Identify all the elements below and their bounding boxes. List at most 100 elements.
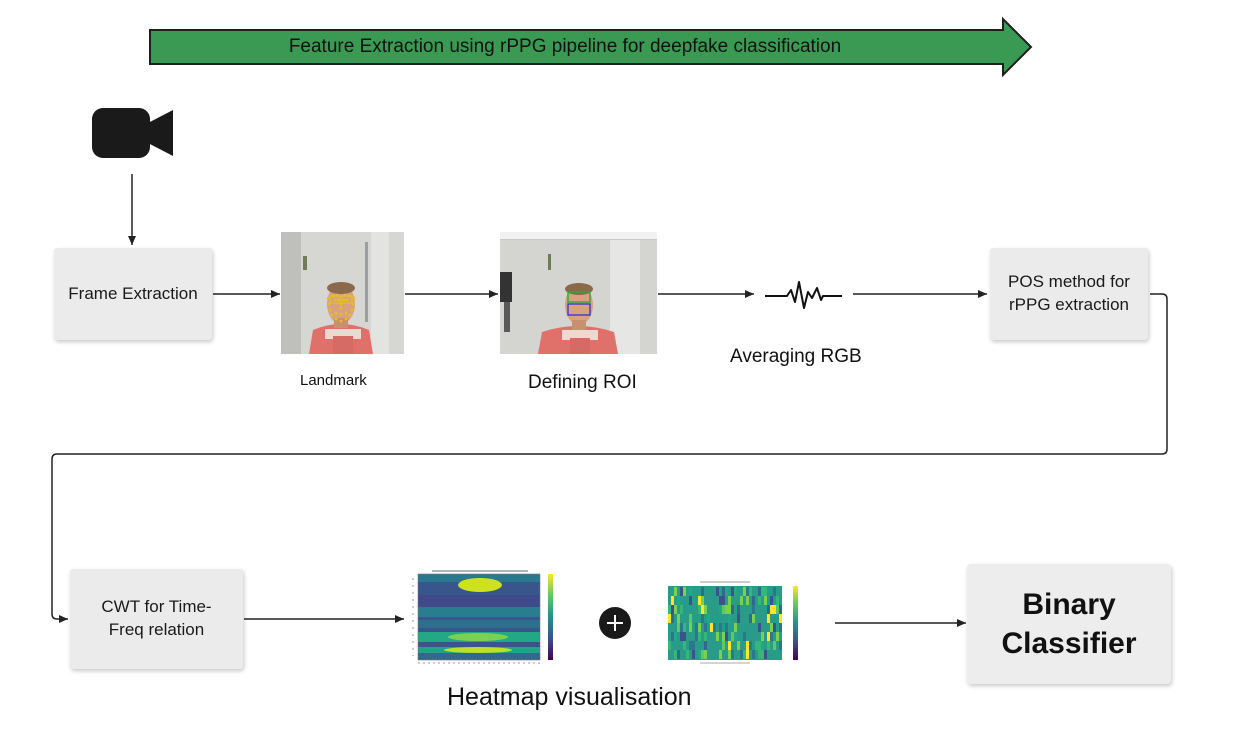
heatmap-cell xyxy=(764,650,767,659)
heatmap-cell xyxy=(767,632,770,641)
heatmap-cell xyxy=(719,623,722,632)
cwt-label-line1: CWT for Time- xyxy=(101,597,212,617)
heatmap-cell xyxy=(737,641,740,650)
heatmap-cell xyxy=(668,641,671,650)
heatmap-cell xyxy=(728,605,731,614)
heatmap-cell xyxy=(695,632,698,641)
heatmap-cell xyxy=(677,614,680,623)
heatmap-cell xyxy=(674,605,677,614)
heatmap-cell xyxy=(728,641,731,650)
heatmap-cell xyxy=(677,632,680,641)
heatmap-cell xyxy=(773,623,776,632)
heatmap-cell xyxy=(674,632,677,641)
heatmap-cell xyxy=(671,632,674,641)
random-heatmap-image xyxy=(668,581,798,664)
heatmap-cell xyxy=(779,623,782,632)
cwt-heatmap-image xyxy=(412,570,553,664)
heatmap-cell xyxy=(680,605,683,614)
heatmap-cell xyxy=(764,605,767,614)
heatmap-cell xyxy=(698,596,701,605)
heatmap-cell xyxy=(689,623,692,632)
heatmap-cell xyxy=(767,641,770,650)
heatmap-cell xyxy=(779,614,782,623)
heatmap-cell xyxy=(758,596,761,605)
heatmap-cell xyxy=(701,587,704,596)
heatmap-cell xyxy=(722,641,725,650)
heatmap-cell xyxy=(668,605,671,614)
heatmap-cell xyxy=(737,614,740,623)
heatmap-cell xyxy=(731,632,734,641)
heatmap-cell xyxy=(764,596,767,605)
roi-frame-image xyxy=(500,232,657,354)
heatmap-cell xyxy=(734,632,737,641)
heatmap-cell xyxy=(704,650,707,659)
heatmap-cell xyxy=(689,641,692,650)
frame-extraction-box: Frame Extraction xyxy=(54,248,212,340)
heatmap-cell xyxy=(767,605,770,614)
heatmap-cell xyxy=(677,596,680,605)
heatmap-cell xyxy=(776,596,779,605)
heatmap-cell xyxy=(767,614,770,623)
heatmap-cell xyxy=(743,632,746,641)
heatmap-cell xyxy=(689,587,692,596)
heatmap-cell xyxy=(758,641,761,650)
heatmap-cell xyxy=(725,605,728,614)
cwt-label-line2: Freq relation xyxy=(108,620,205,639)
heatmap-cell xyxy=(758,623,761,632)
heatmap-cell xyxy=(698,605,701,614)
heatmap-cell xyxy=(752,614,755,623)
heatmap-cell xyxy=(722,587,725,596)
heatmap-cell xyxy=(725,632,728,641)
heatmap-cell xyxy=(716,614,719,623)
cwt-box: CWT for Time- Freq relation xyxy=(70,569,243,669)
heatmap-cell xyxy=(683,641,686,650)
heatmap-cell xyxy=(719,650,722,659)
heatmap-cell xyxy=(722,605,725,614)
heatmap-cell xyxy=(680,632,683,641)
heatmap-cell xyxy=(734,587,737,596)
heatmap-cell xyxy=(677,623,680,632)
pos-method-box: POS method for rPPG extraction xyxy=(990,248,1148,340)
pos-label-line2: rPPG extraction xyxy=(1009,295,1129,314)
heatmap-cell xyxy=(758,587,761,596)
heatmap-cell xyxy=(671,605,674,614)
heatmap-cell xyxy=(746,587,749,596)
heatmap-cell xyxy=(683,587,686,596)
heatmap-cell xyxy=(704,632,707,641)
pos-to-cwt-connector xyxy=(51,293,1168,623)
heatmap-cell xyxy=(746,641,749,650)
heatmap-cell xyxy=(752,605,755,614)
heatmap-cell xyxy=(722,623,725,632)
heatmap-cell xyxy=(677,650,680,659)
heatmap-cell xyxy=(683,605,686,614)
heatmap-cell xyxy=(704,641,707,650)
heatmap-cell xyxy=(770,632,773,641)
heatmap-cell xyxy=(713,623,716,632)
heatmap-cell xyxy=(776,605,779,614)
heatmap-cell xyxy=(731,605,734,614)
video-camera-icon xyxy=(92,108,173,158)
heatmap-cell xyxy=(746,650,749,659)
classifier-label-line2: Classifier xyxy=(1001,627,1137,660)
heatmap-cell xyxy=(761,632,764,641)
heatmap-cell xyxy=(761,587,764,596)
heatmap-cell xyxy=(698,623,701,632)
heatmap-cell xyxy=(749,587,752,596)
frame-extraction-label: Frame Extraction xyxy=(68,283,198,303)
heatmap-cell xyxy=(689,596,692,605)
heatmap-cell xyxy=(671,614,674,623)
heatmap-cell xyxy=(779,641,782,650)
heatmap-cell xyxy=(728,614,731,623)
heatmap-cell xyxy=(683,623,686,632)
heatmap-cell xyxy=(692,623,695,632)
heatmap-cell xyxy=(773,641,776,650)
heatmap-cell xyxy=(716,632,719,641)
binary-classifier-box: Binary Classifier xyxy=(967,564,1171,684)
heatmap-cell xyxy=(698,632,701,641)
heatmap-cell xyxy=(680,623,683,632)
heatmap-cell xyxy=(752,596,755,605)
heatmap-cell xyxy=(779,605,782,614)
heatmap-cell xyxy=(752,650,755,659)
heatmap-cell xyxy=(764,587,767,596)
